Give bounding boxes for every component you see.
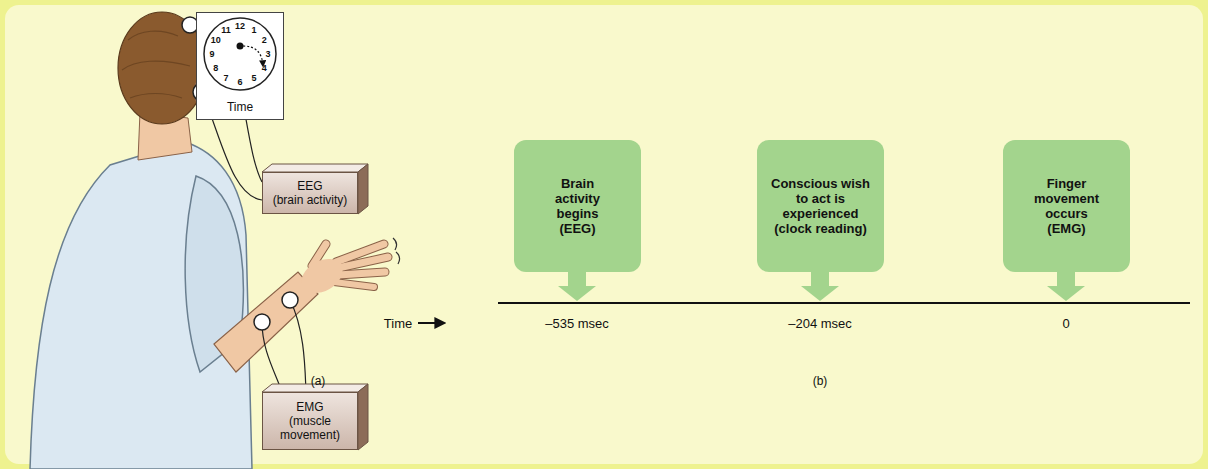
clock-number: 1 [251, 25, 256, 35]
clock-frame [196, 12, 284, 120]
node-text: Finger movement occurs (EMG) [1031, 176, 1103, 236]
box-side [358, 164, 368, 214]
box-side [358, 384, 368, 450]
clock-number: 3 [265, 49, 270, 59]
clock-number: 12 [235, 21, 245, 31]
clock [204, 18, 276, 90]
clock-number: 2 [262, 35, 267, 45]
event-box: Finger movement occurs (EMG) [1003, 140, 1130, 272]
axis-label: Time [384, 316, 412, 331]
person [30, 12, 400, 469]
green-arrow [558, 270, 1085, 301]
node-text: Brain activity begins (EEG) [542, 176, 614, 236]
time-value: 0 [1062, 316, 1069, 331]
clock-number: 5 [251, 73, 256, 83]
clock-number: 7 [223, 73, 228, 83]
time-value: –535 msec [545, 316, 609, 331]
clock-number: 8 [213, 63, 218, 73]
clock-number: 9 [209, 49, 214, 59]
panel-label: (b) [813, 374, 828, 388]
node-text: (brain activity) [273, 193, 348, 207]
node-text: Time [227, 100, 253, 114]
box-extrusions [262, 164, 368, 450]
clock-number: 10 [211, 35, 221, 45]
emg-box: EMG(muscle movement) [262, 392, 358, 450]
clock-number: 6 [237, 77, 242, 87]
clock-number: 4 [262, 63, 267, 73]
eeg-box: EEG(brain activity) [262, 172, 358, 214]
event-box: Brain activity begins (EEG) [514, 140, 641, 272]
event-box: Conscious wish to act is experienced (cl… [757, 140, 884, 272]
time-value: –204 msec [788, 316, 852, 331]
node-text: Conscious wish to act is experienced (cl… [769, 176, 873, 236]
box-top [262, 164, 368, 172]
clock-number: 11 [221, 25, 231, 35]
panel-label: (a) [311, 374, 326, 388]
node-text: EMG [296, 400, 323, 414]
node-text: EEG [297, 179, 322, 193]
node-text: (muscle movement) [267, 414, 353, 442]
